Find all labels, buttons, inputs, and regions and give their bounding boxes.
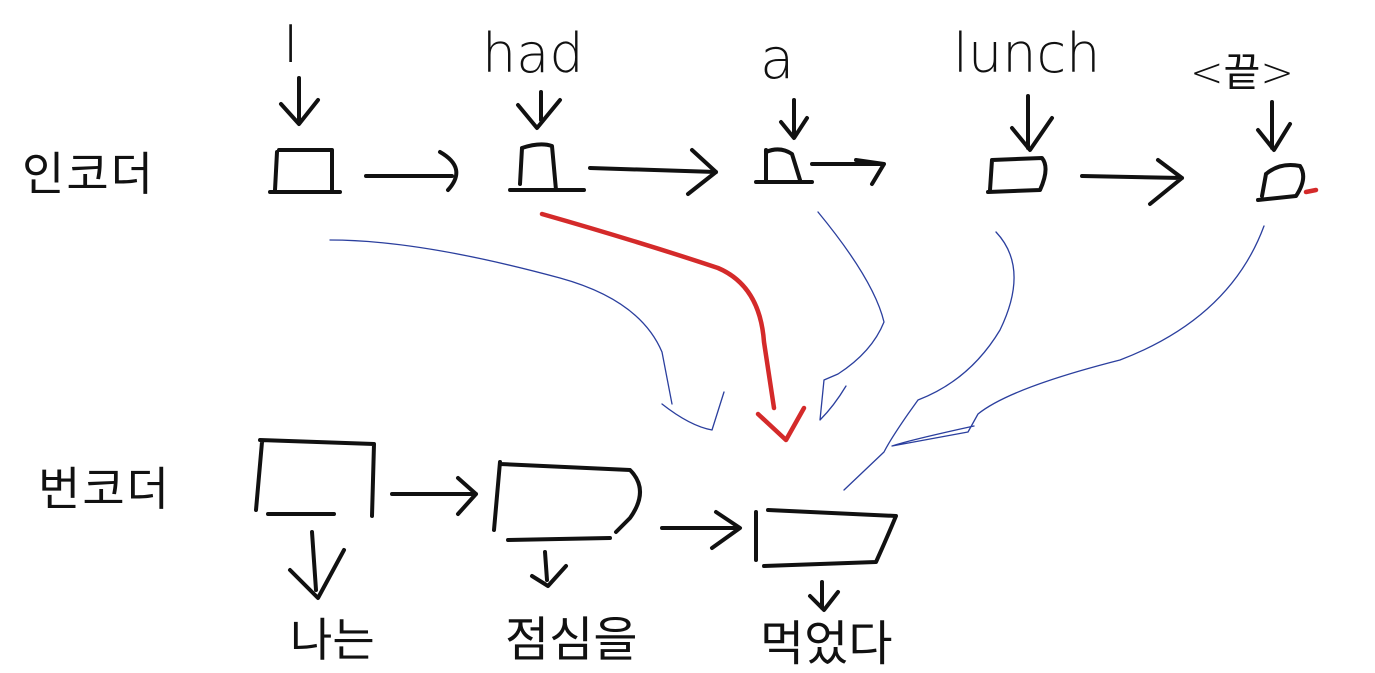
encoder-cell-2 xyxy=(508,142,586,192)
decoder-cell-2 xyxy=(492,460,642,542)
input-arrow-2 xyxy=(516,90,562,130)
attention-curve-3 xyxy=(817,211,885,421)
encoder-cells xyxy=(268,142,1306,202)
encoder-cell-5 xyxy=(1256,163,1306,202)
decoder-arrow-1 xyxy=(390,476,478,516)
input-word-4: lunch xyxy=(953,22,1100,85)
end-marker xyxy=(1303,187,1319,195)
input-word-3: a xyxy=(760,27,794,92)
attention-curve-4 xyxy=(843,231,1015,491)
output-word-1: 나는 xyxy=(290,613,375,667)
input-arrow-1 xyxy=(279,76,320,126)
decoder-label: 번코더 xyxy=(38,462,171,516)
encoder-arrow-2 xyxy=(588,148,718,196)
encoder-cell-1 xyxy=(268,148,342,194)
encoder-arrows xyxy=(364,148,1184,206)
output-arrows xyxy=(288,530,840,612)
output-word-2: 점심을 xyxy=(505,612,637,668)
attention-curve-5 xyxy=(891,225,1265,447)
output-arrow-1 xyxy=(288,530,346,600)
input-word-2: had xyxy=(482,22,584,85)
decoder-arrow-2 xyxy=(660,510,742,550)
decoder-cells xyxy=(254,438,898,568)
output-arrow-2 xyxy=(530,550,568,588)
encoder-cell-4 xyxy=(986,156,1048,194)
decoder-cell-1 xyxy=(254,438,376,518)
focus-arrow-head xyxy=(755,405,807,443)
encoder-arrow-1 xyxy=(364,150,459,192)
input-arrows xyxy=(279,76,1292,152)
encoder-arrow-3 xyxy=(810,158,886,186)
attention-curve-1 xyxy=(329,239,725,431)
encoder-label: 인코더 xyxy=(22,147,155,201)
input-word-1: I xyxy=(283,15,298,75)
decoder-cell-3 xyxy=(754,508,898,568)
output-arrow-3 xyxy=(808,580,840,612)
encoder-arrow-4 xyxy=(1080,158,1184,206)
decoder-arrows xyxy=(390,476,742,550)
attention-curves xyxy=(329,211,1265,491)
encoder-cell-3 xyxy=(754,147,814,184)
input-arrow-3 xyxy=(779,98,809,140)
focus-arrow-line xyxy=(539,211,777,411)
input-word-5: <끝> xyxy=(1190,50,1294,96)
output-word-3: 먹었다 xyxy=(760,616,892,672)
focus-arrow xyxy=(539,211,807,443)
input-arrow-5 xyxy=(1256,100,1292,152)
input-arrow-4 xyxy=(1010,94,1054,152)
